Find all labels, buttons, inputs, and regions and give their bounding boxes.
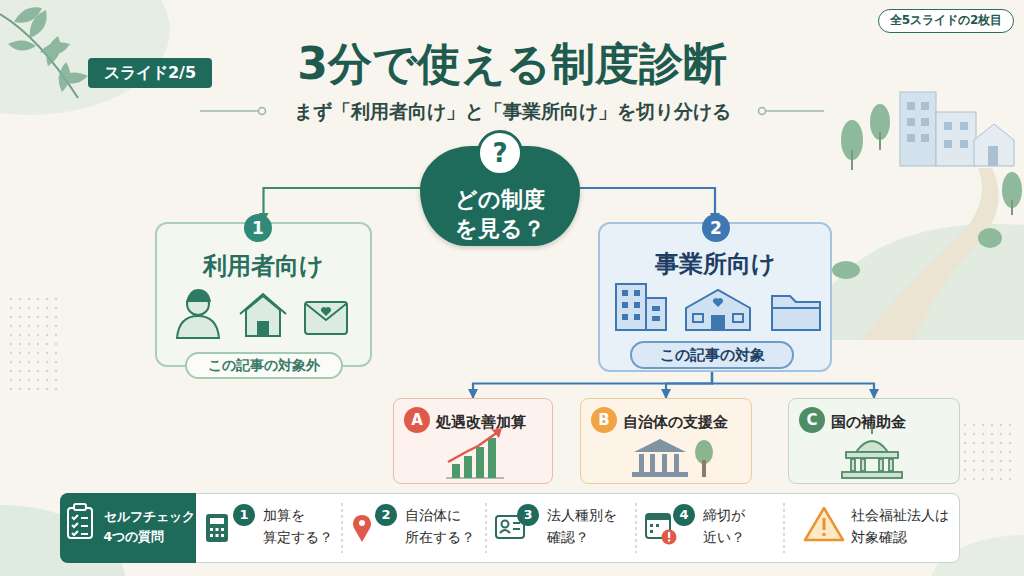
scope-pill: この記事の対象 [630, 341, 794, 369]
town-scene [852, 132, 1012, 215]
category-title: 事業所向け [600, 248, 830, 280]
check-question: 自治体に 所在する？ [405, 504, 493, 548]
subtitle-rule [759, 108, 766, 115]
town-scene [1011, 200, 1013, 215]
slide-title: 3分で使える制度診断 [212, 36, 812, 92]
flow-connector [666, 369, 712, 398]
question-mark: ? [477, 130, 523, 176]
program-box: B自治体の支援金 [580, 398, 752, 484]
town-scene [974, 124, 1014, 166]
program-box: A処遇改善加算 [393, 398, 553, 484]
leaf-branch [59, 62, 70, 92]
slide-counter: 全5スライドの2枚目 [878, 9, 1014, 33]
badge-number: 1 [244, 214, 272, 242]
leaf-branch [0, 7, 88, 98]
badge-number: 3 [517, 504, 539, 526]
town-scene [907, 118, 915, 126]
checklist-band: 1 加算を 算定する？ 2 自治体に 所在する？ 3 法人種別を 確認？ 4 締切が 近い？ 社… [60, 493, 960, 563]
badge-number: 2 [702, 214, 730, 242]
program-name: 処遇改善加算 [436, 407, 548, 437]
town-scene [907, 134, 915, 142]
flow-connector [473, 369, 712, 398]
badge-number: 4 [673, 504, 695, 526]
leaf-branch [30, 10, 47, 38]
town-scene [960, 122, 968, 130]
leaf-branch [46, 36, 60, 66]
town-scene [907, 102, 998, 166]
town-scene [960, 140, 968, 148]
badge-number: 1 [233, 504, 255, 526]
check-question: 法人種別を 確認？ [547, 504, 637, 548]
dot-grid [960, 420, 1012, 480]
town-scene [978, 228, 1002, 248]
badge-number: B [591, 407, 617, 433]
subtitle-rule [259, 108, 266, 115]
badge-number: 2 [375, 504, 397, 526]
town-scene [921, 134, 929, 142]
leaf-branch [8, 7, 88, 92]
flow-connector [264, 188, 421, 222]
subtitle: まず「利用者向け」と「事業所向け」を切り分ける [262, 98, 762, 124]
category-box: 2事業所向けこの記事の対象 [598, 222, 832, 372]
warning-note: 社会福祉法人は 対象確認 [851, 504, 959, 548]
check-question: 締切が 近い？ [703, 504, 781, 548]
town-scene [921, 102, 929, 110]
flow-connector [580, 188, 715, 222]
town-scene [944, 122, 952, 130]
town-scene [832, 261, 860, 279]
question-text: どの制度 を見る？ [420, 186, 580, 243]
town-scene [900, 92, 936, 166]
scope-pill: この記事の対象外 [185, 352, 343, 379]
subtitle-rule [766, 110, 824, 112]
town-scene [988, 146, 998, 166]
checklist-header: セルフチェック 4つの質問 [60, 493, 196, 563]
town-scene [860, 168, 999, 340]
slide-badge: スライド2/5 [88, 58, 212, 88]
scope-text: この記事の対象 [632, 343, 792, 367]
town-scene [879, 132, 881, 150]
badge-number: A [404, 407, 430, 433]
checklist-heading: セルフチェック 4つの質問 [104, 507, 194, 547]
town-scene [851, 150, 853, 170]
town-scene [921, 118, 929, 126]
flow-connector [712, 369, 874, 398]
subtitle-rule [200, 110, 258, 112]
program-box: C国の補助金 [788, 398, 960, 484]
program-name: 国の補助金 [831, 407, 957, 437]
town-scene [936, 112, 976, 166]
category-title: 利用者向け [157, 250, 370, 282]
check-question: 加算を 算定する？ [263, 504, 345, 548]
leaf-branch [8, 40, 36, 50]
dot-grid [8, 295, 60, 395]
town-scene [907, 102, 915, 110]
scope-text: この記事の対象外 [187, 354, 341, 377]
question-node: ?どの制度 を見る？ [420, 146, 580, 246]
town-scene [820, 92, 1024, 340]
town-scene [944, 140, 952, 148]
town-scene [832, 104, 1022, 279]
program-name: 自治体の支援金 [623, 407, 749, 437]
category-box: 1利用者向けこの記事の対象外 [155, 222, 372, 367]
badge-number: C [799, 407, 825, 433]
